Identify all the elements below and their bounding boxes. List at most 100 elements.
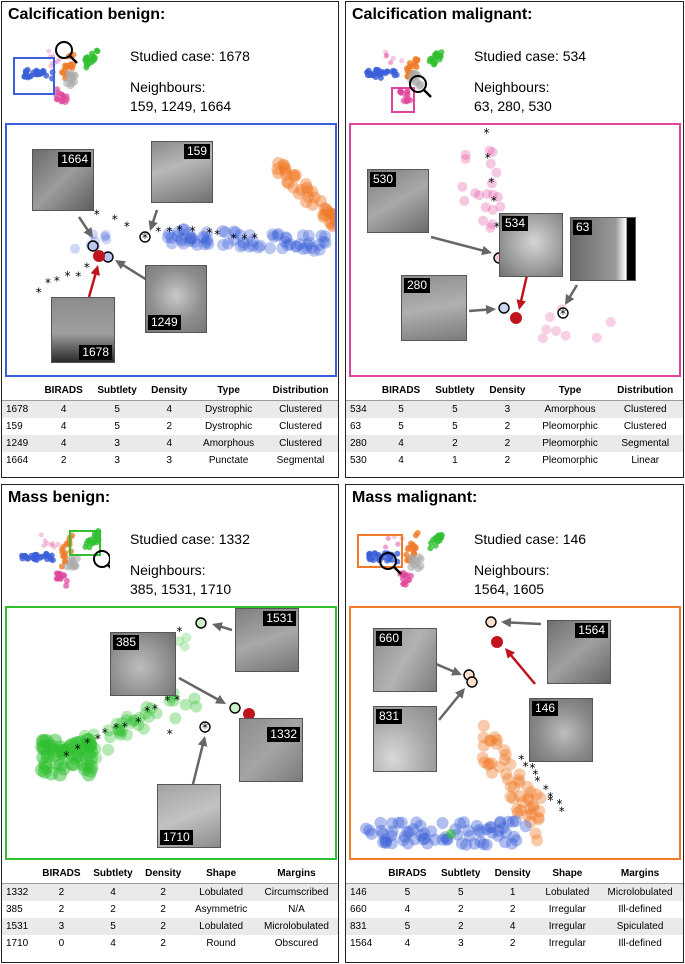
zoom-view: *************** 385 1531 1332 1710 — [5, 606, 337, 860]
scatter-point — [480, 823, 493, 836]
scatter-point — [84, 738, 97, 751]
scatter-point — [179, 698, 192, 711]
table-cell: Round — [206, 938, 236, 949]
scatter-point — [300, 196, 313, 208]
thumbnail: 1332 — [239, 718, 303, 782]
scatter-point — [271, 229, 284, 242]
scatter-point — [243, 229, 256, 242]
scatter-point — [506, 815, 519, 828]
panel-mass-malignant: Mass malignant: Studied case: 146 Neighb… — [345, 484, 684, 963]
scatter-point — [474, 825, 487, 838]
scatter-point — [321, 205, 334, 218]
column-header: Type — [217, 384, 240, 396]
table-cell: 4 — [110, 938, 116, 949]
scatter-point — [488, 731, 501, 744]
scatter-point — [507, 792, 519, 805]
scatter-point — [534, 792, 547, 805]
table-cell: 5 — [398, 404, 404, 415]
scatter-point — [313, 243, 326, 256]
table-cell: 2 — [504, 455, 511, 466]
zoom-view: ****** 530 534 63 280 — [349, 123, 681, 377]
table-cell: 4 — [509, 921, 516, 932]
scatter-point — [50, 541, 56, 546]
table-header-row: BIRADS Subtlety Density Shape Margins — [346, 863, 683, 884]
table-cell: 5 — [398, 421, 404, 432]
scatter-point — [78, 729, 91, 742]
scatter-point — [504, 790, 517, 803]
studied-point — [510, 312, 522, 324]
table-cell: Pleomorphic — [542, 438, 598, 449]
table-cell: Clustered — [279, 438, 322, 449]
table-cell: 385 — [6, 904, 23, 915]
scatter-point — [524, 816, 537, 829]
neighbour-marker: * — [532, 767, 538, 781]
scatter-point — [306, 185, 319, 198]
table-cell: Lobulated — [199, 921, 244, 932]
scatter-point — [317, 235, 330, 248]
arrow — [121, 263, 148, 282]
thumbnail: 280 — [401, 275, 467, 341]
neighbour-marker: * — [190, 224, 196, 238]
scatter-point — [486, 178, 497, 189]
scatter-point — [412, 558, 421, 567]
scatter-point — [429, 833, 442, 846]
scatter-point — [494, 815, 507, 828]
scatter-point — [163, 694, 176, 707]
scatter-point — [167, 694, 180, 707]
scatter-point — [403, 98, 410, 105]
scatter-point — [299, 178, 312, 191]
table-cell: Irregular — [548, 921, 586, 932]
scatter-point — [483, 734, 496, 747]
scatter-point — [37, 554, 44, 561]
scatter-point — [366, 550, 373, 557]
panel-title: Calcification malignant: — [352, 6, 533, 23]
scatter-point — [380, 837, 392, 849]
scatter-point — [474, 836, 487, 848]
scatter-point — [383, 54, 389, 60]
neighbours-values: 385, 1531, 1710 — [130, 581, 232, 597]
scatter-point — [365, 67, 372, 74]
scatter-point — [402, 571, 409, 578]
scatter-point — [198, 232, 210, 244]
neighbour-marker: * — [231, 231, 237, 245]
scatter-point — [487, 204, 498, 215]
neighbour-marker: * — [534, 774, 540, 788]
scatter-point — [493, 760, 506, 773]
scatter-point — [480, 838, 493, 851]
scatter-point — [200, 236, 213, 248]
thumbnail-label: 530 — [370, 172, 397, 187]
thumbnail-label: 1678 — [79, 345, 112, 360]
neighbour-marker: * — [113, 721, 119, 735]
neighbour-point — [466, 676, 478, 688]
scatter-point — [319, 230, 332, 243]
scatter-point — [395, 541, 401, 547]
table-cell: 5 — [452, 404, 458, 415]
scatter-point — [60, 553, 67, 560]
table-cell: 0 — [58, 938, 65, 949]
scatter-point — [264, 242, 276, 255]
table-cell: Asymmetric — [195, 904, 248, 915]
scatter-point — [325, 207, 335, 220]
table-cell: 4 — [60, 421, 67, 432]
column-header: BIRADS — [42, 867, 81, 879]
scatter-point — [188, 235, 201, 248]
column-header: Subtlety — [435, 384, 475, 396]
scatter-point — [288, 170, 301, 183]
table-cell: Ill-defined — [618, 938, 662, 949]
scatter-point — [485, 222, 496, 233]
scatter-point — [323, 216, 335, 229]
scatter-point — [502, 815, 515, 828]
scatter-point — [367, 72, 374, 79]
scatter-point — [33, 67, 40, 74]
mini-map — [10, 38, 110, 123]
magnifier-handle — [69, 55, 78, 64]
table-cell: 159 — [6, 421, 23, 432]
table-cell: 2 — [58, 887, 65, 898]
scatter-point — [519, 820, 532, 833]
arrowhead — [481, 245, 492, 256]
zoom-region-box — [391, 87, 415, 113]
scatter-point — [374, 553, 381, 559]
scatter-point — [101, 234, 112, 245]
table-cell: 3 — [114, 438, 120, 449]
